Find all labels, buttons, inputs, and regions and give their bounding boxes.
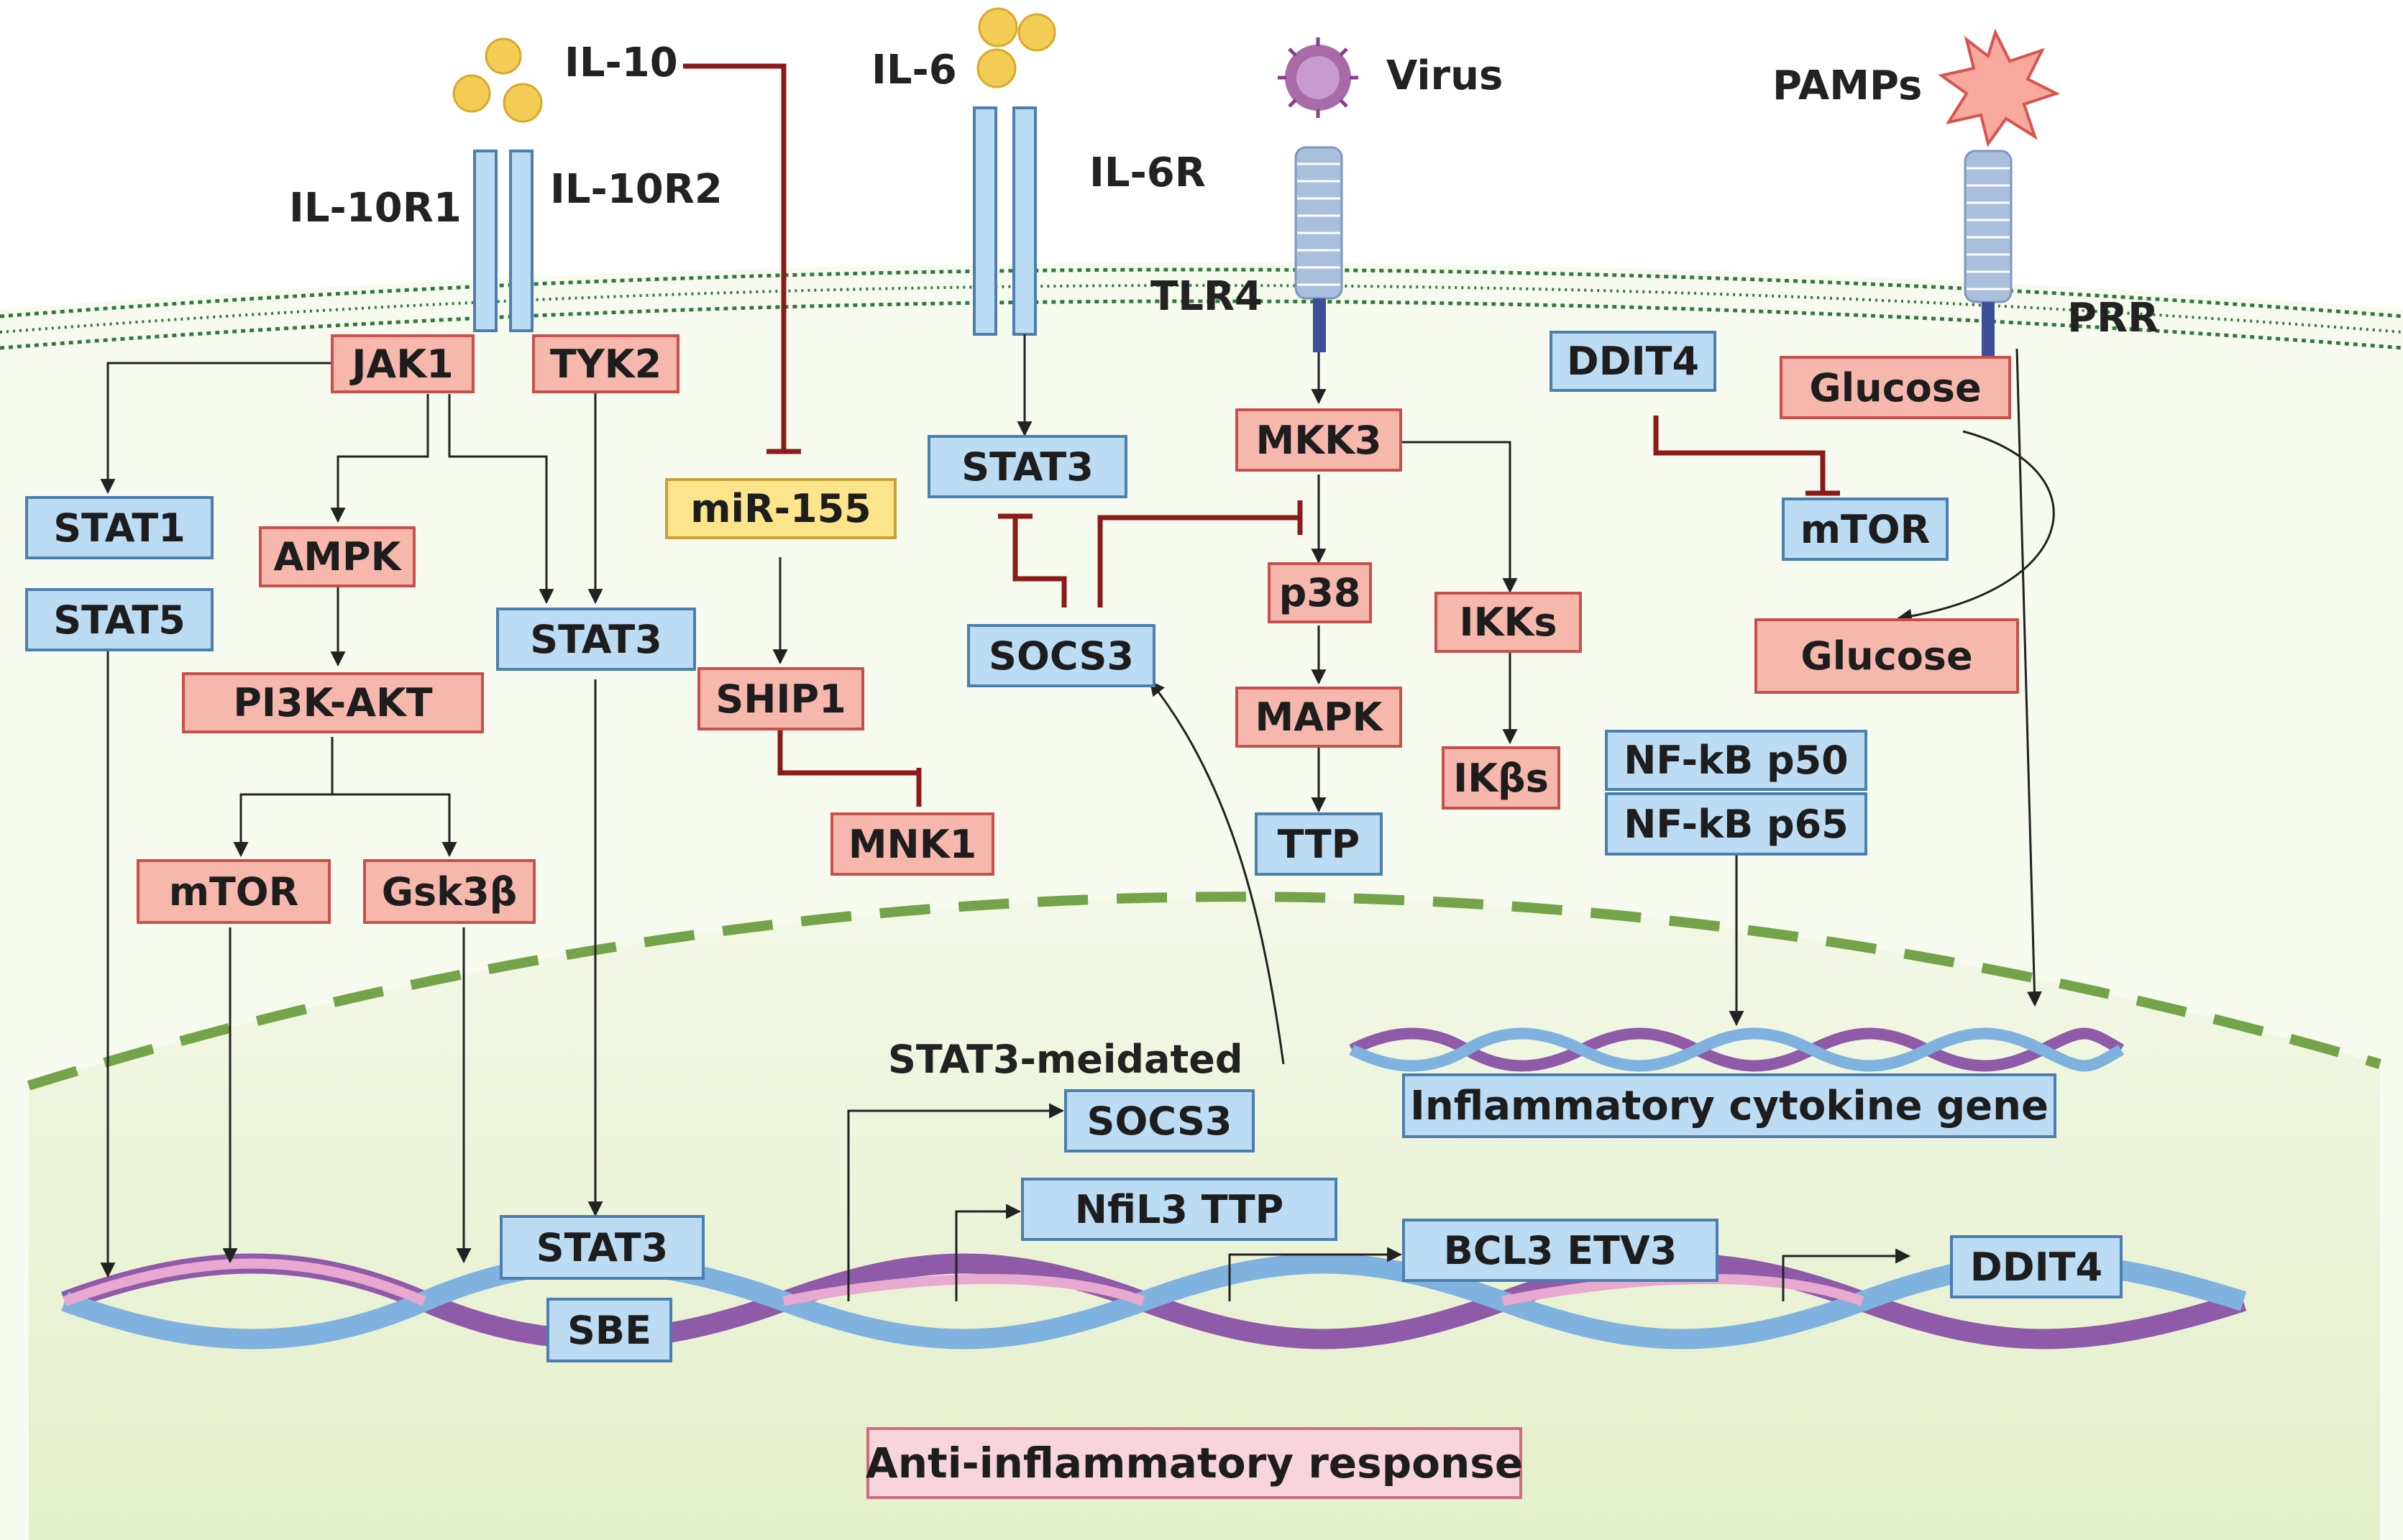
virus-icon — [1278, 37, 1358, 118]
dna-helix-inflammatory — [1349, 1027, 2125, 1072]
virus-label: Virus — [1386, 52, 1503, 99]
stat3-mediated-label: STAT3-meidated — [888, 1037, 1243, 1082]
socs3-gene-box: SOCS3 — [1064, 1089, 1255, 1152]
pamps-star-icon — [1938, 28, 2061, 147]
anti-inflammatory-box: Anti-inflammatory response — [866, 1427, 1523, 1499]
nfkb-p50-node: NF-kB p50 — [1605, 730, 1867, 791]
gsk3b-node: Gsk3β — [363, 859, 536, 924]
tlr4-label: TLR4 — [1150, 273, 1263, 320]
mtor-node-left: mTOR — [137, 859, 331, 924]
prr-receptor — [1964, 150, 2013, 356]
stat3-nuclear-box: STAT3 — [500, 1215, 705, 1280]
glucose-node-top: Glucose — [1780, 356, 2011, 419]
il6r-receptor-a — [973, 106, 997, 336]
sbe-box: SBE — [546, 1298, 672, 1362]
tyk2-node: TYK2 — [532, 334, 679, 393]
pamps-label: PAMPs — [1772, 63, 1923, 109]
mnk1-node: MNK1 — [830, 812, 994, 876]
nuclear-envelope — [27, 892, 2381, 1091]
il6r-receptor-b — [1012, 106, 1037, 336]
jak1-node: JAK1 — [331, 334, 475, 393]
socs3-node: SOCS3 — [967, 624, 1155, 687]
ddit4-cyto-node: DDIT4 — [1550, 331, 1716, 392]
inflammatory-gene-box: Inflammatory cytokine gene — [1402, 1073, 2056, 1138]
il10r2-label: IL-10R2 — [550, 166, 723, 213]
ikbs-node: IKβs — [1442, 746, 1560, 810]
ampk-node: AMPK — [259, 526, 416, 587]
il6r-label: IL-6R — [1089, 150, 1206, 196]
il10r2-receptor — [509, 150, 534, 332]
tlr4-receptor — [1294, 146, 1343, 352]
pi3k-akt-node: PI3K-AKT — [182, 672, 484, 733]
stat3-il6-node: STAT3 — [928, 435, 1127, 498]
il6-label: IL-6 — [871, 47, 957, 93]
nfil3-ttp-gene-box: NfiL3 TTP — [1021, 1178, 1337, 1241]
ikks-node: IKKs — [1434, 592, 1582, 653]
mkk3-node: MKK3 — [1235, 408, 1402, 472]
nfkb-p65-node: NF-kB p65 — [1605, 792, 1867, 856]
il10r1-receptor — [473, 150, 498, 332]
prr-label: PRR — [2067, 295, 2159, 342]
mapk-node: MAPK — [1235, 687, 1402, 748]
ttp-node: TTP — [1255, 812, 1383, 876]
cell-membrane — [0, 267, 2403, 350]
activation-arrows — [100, 334, 2055, 1301]
p38-node: p38 — [1268, 562, 1372, 623]
stat1-node: STAT1 — [25, 496, 214, 559]
stat5-node: STAT5 — [25, 588, 214, 651]
il6-ligand — [976, 7, 1056, 88]
bcl3-etv3-gene-box: BCL3 ETV3 — [1402, 1219, 1718, 1282]
il10-ligand — [452, 37, 543, 123]
glucose-node-bottom: Glucose — [1754, 618, 2019, 694]
ddit4-gene-box: DDIT4 — [1950, 1235, 2123, 1298]
mtor-node-right: mTOR — [1782, 498, 1949, 561]
stat3-node: STAT3 — [496, 608, 696, 671]
dna-helix-main — [61, 1253, 2247, 1349]
inhibition-lines — [683, 63, 1840, 807]
ship1-node: SHIP1 — [697, 667, 864, 730]
il10-label: IL-10 — [564, 40, 678, 86]
mir155-node: miR-155 — [665, 478, 897, 539]
il10r1-label: IL-10R1 — [289, 185, 462, 232]
